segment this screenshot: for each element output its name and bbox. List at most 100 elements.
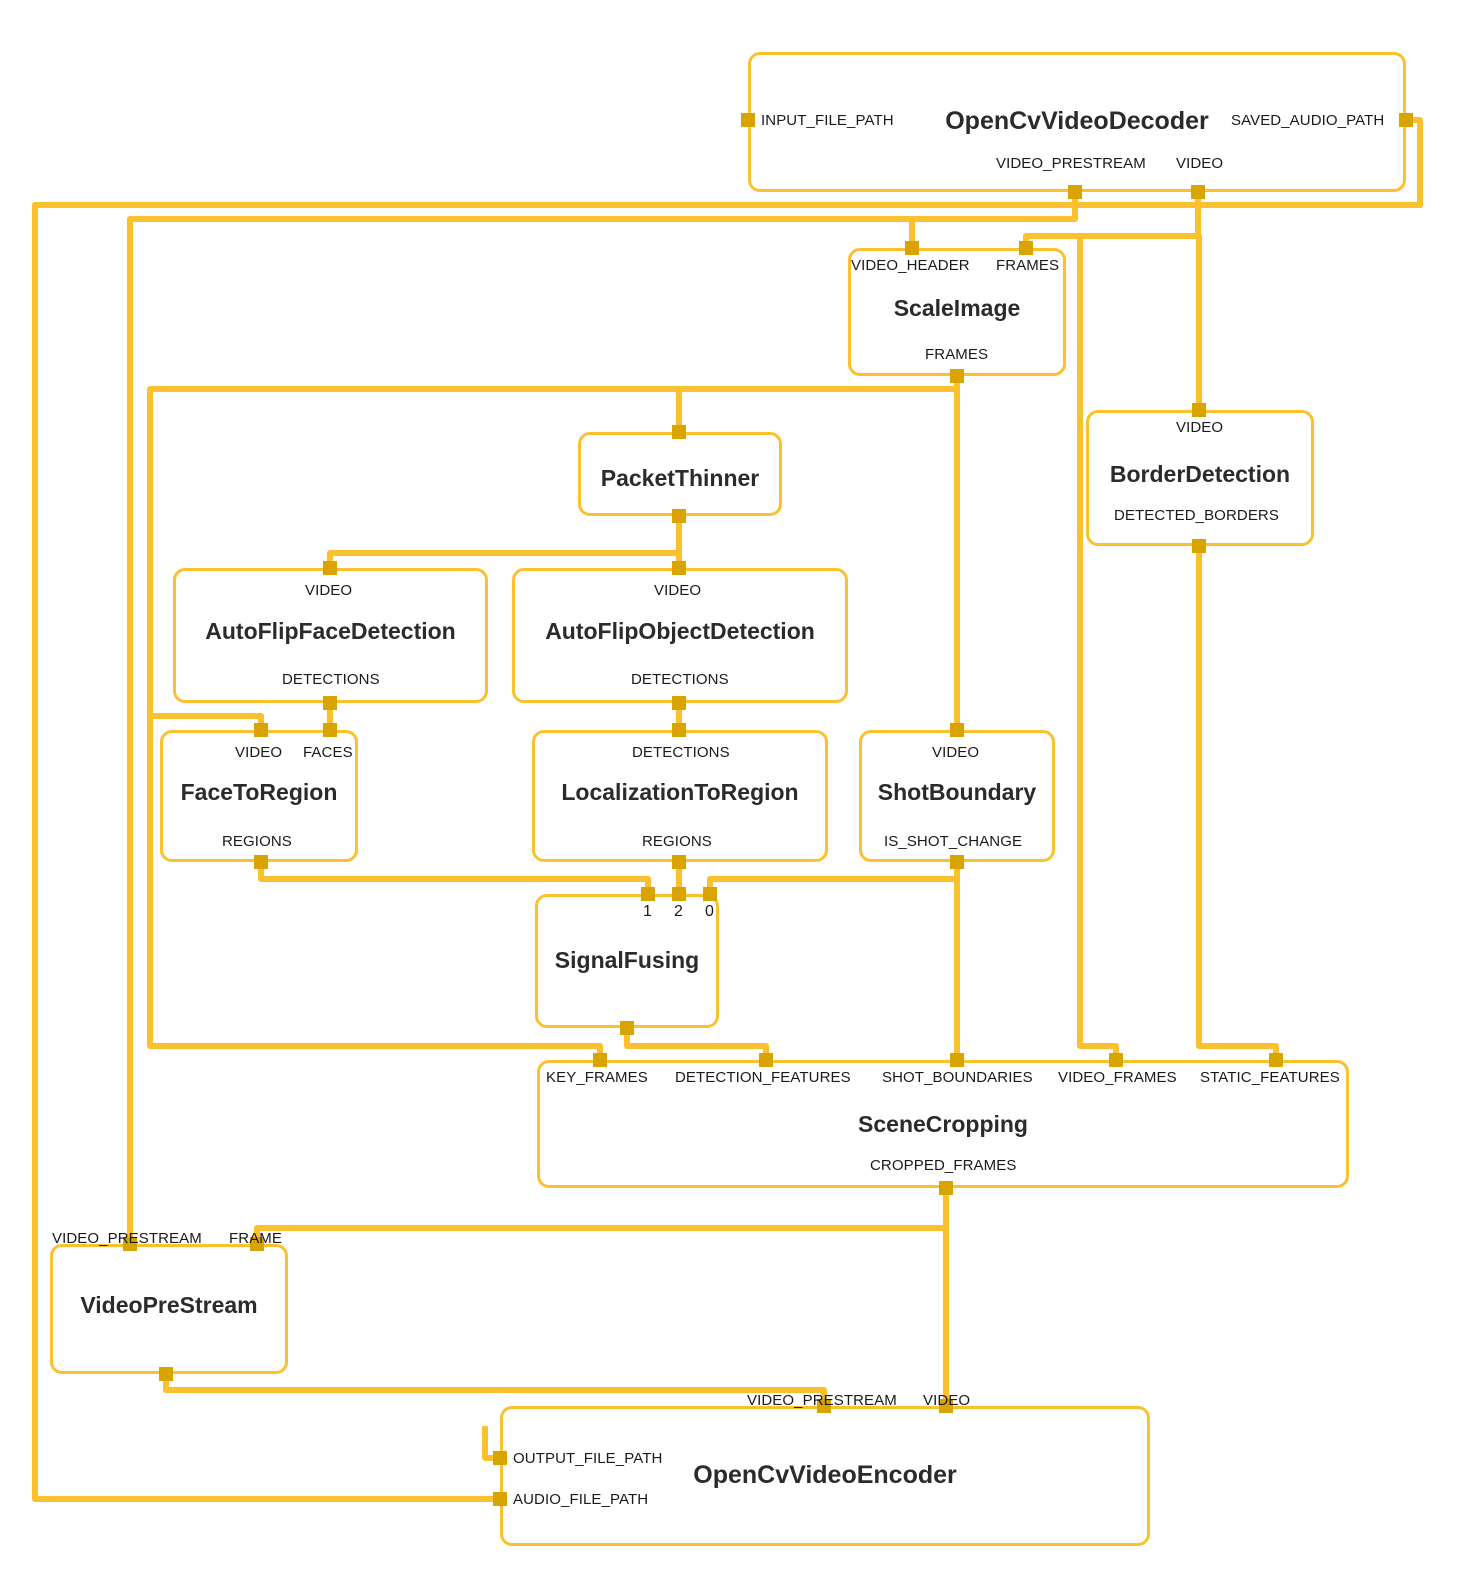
port-label-video_prestream: VIDEO_PRESTREAM [996,155,1146,172]
port-pin-regions[interactable] [672,855,686,869]
port-label-video: VIDEO [235,744,283,761]
port-pin-video_frames[interactable] [1109,1053,1123,1067]
node-face-to-region[interactable]: FaceToRegion [160,730,358,862]
port-label-1: 1 [643,903,652,920]
port-label-frames: FRAMES [925,346,989,363]
port-label-detections: DETECTIONS [632,744,730,761]
port-label-video_prestream: VIDEO_PRESTREAM [747,1392,897,1409]
edge [163,1374,827,1406]
port-pin-regions[interactable] [254,855,268,869]
edge [1196,546,1279,1060]
edge [624,1028,769,1060]
port-pin-video[interactable] [939,1399,953,1413]
port-pin-anon[interactable] [620,1021,634,1035]
port-pin-anon[interactable] [672,509,686,523]
edge [147,389,603,1060]
port-pin-frames[interactable] [1019,241,1033,255]
port-pin-video_prestream[interactable] [817,1399,831,1413]
port-label-output_file_path: OUTPUT_FILE_PATH [513,1450,663,1467]
port-pin-video[interactable] [672,561,686,575]
node-packet-thinner[interactable]: PacketThinner [578,432,782,516]
edge [707,862,960,894]
node-title: FaceToRegion [180,779,338,805]
node-title: VideoPreStream [80,1292,258,1318]
port-pin-anon[interactable] [672,425,686,439]
port-label-key_frames: KEY_FRAMES [546,1069,648,1086]
node-scene-cropping[interactable]: SceneCropping [537,1060,1349,1188]
port-label-video: VIDEO [305,582,353,599]
port-pin-anon[interactable] [159,1367,173,1381]
port-pin-cropped_frames[interactable] [939,1181,953,1195]
port-pin-frame[interactable] [250,1237,264,1251]
node-video-pre-stream[interactable]: VideoPreStream [50,1244,288,1374]
edge [254,1188,949,1244]
port-pin-detected_borders[interactable] [1192,539,1206,553]
node-title: ShotBoundary [877,779,1037,805]
port-pin-frames[interactable] [950,369,964,383]
port-pin-detections[interactable] [672,696,686,710]
node-shot-boundary[interactable]: ShotBoundary [859,730,1055,862]
port-label-regions: REGIONS [642,833,712,850]
port-label-video: VIDEO [923,1392,971,1409]
port-pin-1[interactable] [641,887,655,901]
node-title: OpenCvVideoEncoder [693,1461,957,1489]
edge [32,117,1423,1502]
port-pin-saved_audio_path[interactable] [1399,113,1413,127]
port-label-shot_boundaries: SHOT_BOUNDARIES [882,1069,1033,1086]
node-localization-to-region[interactable]: LocalizationToRegion [532,730,828,862]
port-label-detections: DETECTIONS [282,671,380,688]
port-pin-input_file_path[interactable] [741,113,755,127]
port-pin-output_file_path[interactable] [493,1451,507,1465]
port-pin-video[interactable] [950,723,964,737]
port-pin-detections[interactable] [323,696,337,710]
port-pin-video[interactable] [1191,185,1205,199]
node-border-detection[interactable]: BorderDetection [1086,410,1314,546]
port-pin-video[interactable] [323,561,337,575]
node-title: SceneCropping [858,1111,1028,1137]
edge [676,376,960,432]
port-pin-faces[interactable] [323,723,337,737]
port-pin-video_header[interactable] [905,241,919,255]
port-pin-0[interactable] [703,887,717,901]
edge [327,550,679,568]
port-label-video: VIDEO [1176,419,1224,436]
node-title: AutoFlipFaceDetection [205,618,456,644]
port-label-detections: DETECTIONS [631,671,729,688]
port-label-video_header: VIDEO_HEADER [851,257,970,274]
port-label-video_prestream: VIDEO_PRESTREAM [52,1230,202,1247]
node-title: OpenCvVideoDecoder [945,107,1209,135]
port-label-audio_file_path: AUDIO_FILE_PATH [513,1491,649,1508]
port-pin-audio_file_path[interactable] [493,1492,507,1506]
port-pin-key_frames[interactable] [593,1053,607,1067]
port-pin-video_prestream[interactable] [123,1237,137,1251]
port-pin-is_shot_change[interactable] [950,855,964,869]
edge [127,192,1078,1244]
port-pin-video_prestream[interactable] [1068,185,1082,199]
port-label-video: VIDEO [1176,155,1224,172]
port-pin-static_features[interactable] [1269,1053,1283,1067]
node-opencv-video-decoder[interactable]: OpenCvVideoDecoder [748,52,1406,192]
port-label-faces: FACES [303,744,353,761]
node-scale-image[interactable]: ScaleImage [848,248,1066,376]
node-autoflip-face-detection[interactable]: AutoFlipFaceDetection [173,568,488,703]
port-label-video_frames: VIDEO_FRAMES [1058,1069,1177,1086]
port-pin-shot_boundaries[interactable] [950,1053,964,1067]
port-label-is_shot_change: IS_SHOT_CHANGE [884,833,1023,850]
edge [1196,233,1202,410]
port-label-frame: FRAME [229,1230,282,1247]
port-pin-video[interactable] [1192,403,1206,417]
port-label-cropped_frames: CROPPED_FRAMES [870,1157,1017,1174]
node-title: BorderDetection [1109,461,1291,487]
node-title: AutoFlipObjectDetection [545,618,815,644]
port-label-0: 0 [705,903,714,920]
node-signal-fusing[interactable]: SignalFusing [535,894,719,1028]
port-pin-video[interactable] [254,723,268,737]
port-label-detection_features: DETECTION_FEATURES [675,1069,851,1086]
port-pin-detections[interactable] [672,723,686,737]
port-pin-detection_features[interactable] [759,1053,773,1067]
edge [258,862,651,894]
edge [1077,233,1198,1060]
port-pin-2[interactable] [672,887,686,901]
node-opencv-video-encoder[interactable]: OpenCvVideoEncoder [500,1406,1150,1546]
